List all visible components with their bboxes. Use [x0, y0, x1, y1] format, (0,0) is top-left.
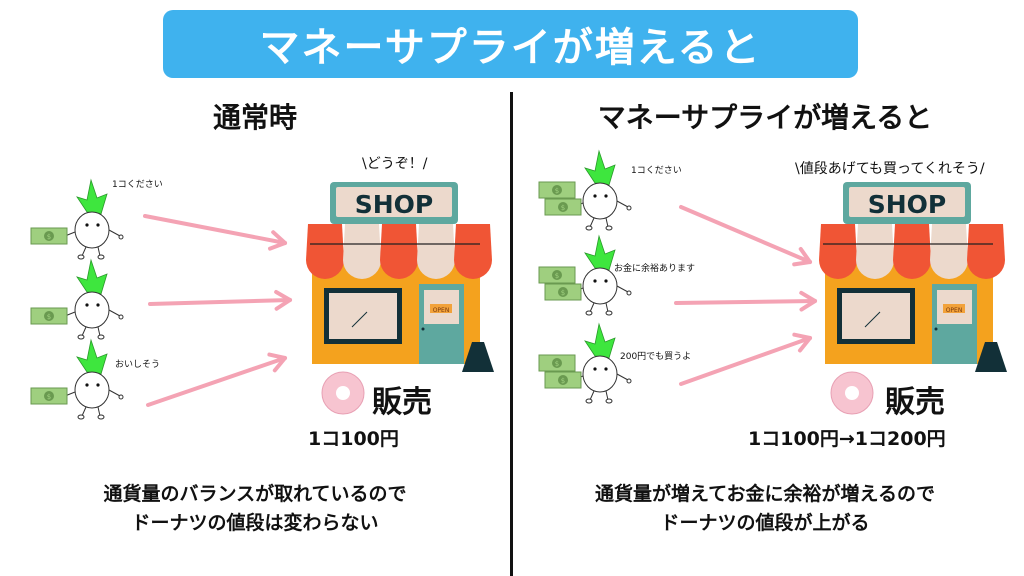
left-customer-3-speech: おいしそう — [115, 360, 161, 370]
arrow-icon — [146, 352, 287, 407]
open-sign: OPEN — [433, 307, 450, 314]
svg-text:$: $ — [47, 233, 51, 241]
customer-character: $ — [30, 178, 124, 260]
money-icon: $ — [30, 387, 68, 405]
shop-illustration: SHOP OPEN — [306, 182, 494, 372]
right-description: 通貨量が増えてお金に余裕が増えるので ドーナツの値段が上がる — [525, 480, 1005, 538]
customer-character: $ — [30, 258, 124, 340]
right-customer-1-speech: 1コください — [631, 166, 682, 176]
svg-text:$: $ — [561, 377, 565, 385]
svg-text:$: $ — [47, 393, 51, 401]
arrow-icon — [679, 205, 812, 267]
svg-text:$: $ — [561, 204, 565, 212]
svg-text:$: $ — [561, 289, 565, 297]
title-banner: マネーサプライが増えると — [163, 10, 858, 78]
svg-text:$: $ — [555, 187, 559, 195]
right-heading: マネーサプライが増えると — [597, 101, 933, 134]
money-icon: $$ — [538, 181, 582, 216]
customer-character: $$ — [538, 234, 632, 316]
right-description-line-2: ドーナツの値段が上がる — [660, 512, 870, 534]
svg-text:$: $ — [555, 360, 559, 368]
left-shop-speech: \どうぞ！/ — [362, 156, 428, 172]
customer-character: $ — [30, 338, 124, 420]
arrow-icon — [143, 214, 287, 251]
arrow-icon — [148, 290, 292, 311]
customer-character: $$ — [538, 322, 632, 404]
left-description-line-1: 通貨量のバランスが取れているので — [103, 483, 407, 505]
left-price: 1コ100円 — [308, 428, 399, 450]
left-panel: $ $ $ SHOP OPEN — [30, 178, 494, 420]
svg-text:$: $ — [47, 313, 51, 321]
right-sell-label: 販売 — [885, 385, 945, 420]
donut-icon — [321, 371, 365, 415]
right-customer-3-speech: 200円でも買うよ — [620, 352, 692, 362]
customer-character: $$ — [538, 149, 632, 231]
left-description: 通貨量のバランスが取れているので ドーナツの値段は変わらない — [15, 480, 495, 538]
left-heading: 通常時 — [212, 101, 297, 134]
arrow-icon — [679, 332, 812, 386]
money-icon: $$ — [538, 266, 582, 301]
right-price: 1コ100円→1コ200円 — [748, 428, 946, 450]
left-sell-label: 販売 — [372, 385, 432, 420]
shop-illustration: SHOP OPEN — [819, 182, 1007, 372]
right-shop-speech: \値段あげても買ってくれそう/ — [795, 161, 985, 177]
divider — [510, 92, 513, 576]
donut-icon — [830, 371, 874, 415]
left-description-line-2: ドーナツの値段は変わらない — [131, 512, 379, 534]
shop-sign: SHOP — [868, 190, 947, 219]
open-sign: OPEN — [946, 307, 963, 314]
money-icon: $ — [30, 307, 68, 325]
right-description-line-1: 通貨量が増えてお金に余裕が増えるので — [595, 483, 935, 505]
shop-sign: SHOP — [355, 190, 434, 219]
title: マネーサプライが増えると — [259, 25, 762, 71]
left-customer-1-speech: 1コください — [112, 180, 163, 190]
right-customer-2-speech: お金に余裕あります — [614, 264, 696, 274]
money-icon: $ — [30, 227, 68, 245]
arrow-icon — [674, 290, 817, 312]
money-icon: $$ — [538, 354, 582, 389]
svg-text:$: $ — [555, 272, 559, 280]
